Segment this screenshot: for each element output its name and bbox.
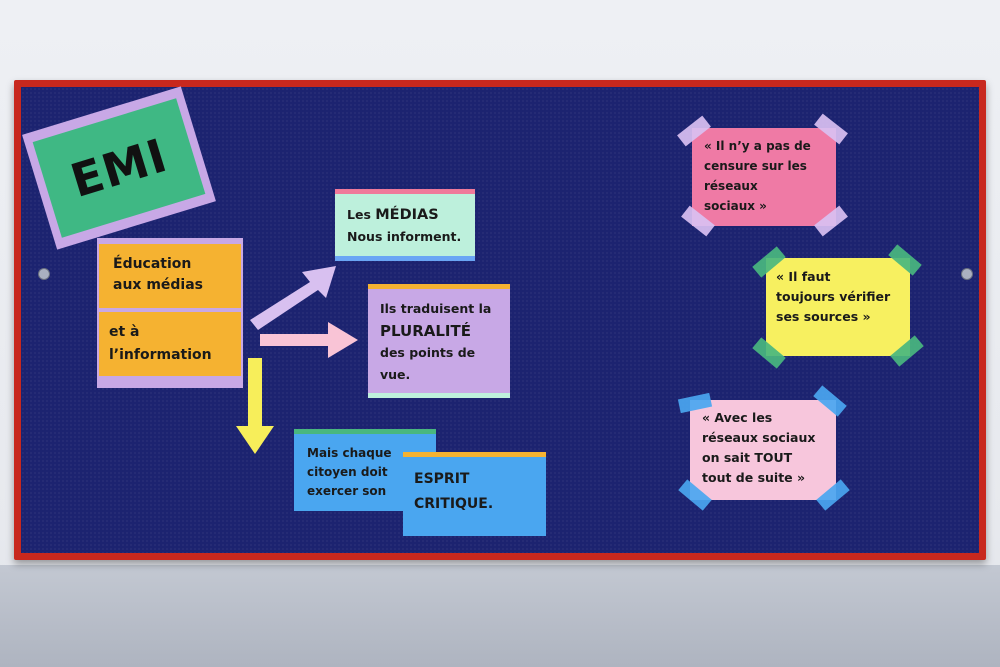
pluralite-line-2: PLURALITÉ bbox=[380, 322, 471, 340]
education-card-top: Éducation aux médias bbox=[99, 244, 241, 308]
quote1-line-4: sociaux » bbox=[704, 199, 767, 213]
quote1-line-1: « Il n’y a pas de bbox=[704, 139, 811, 153]
pluralite-line-4: vue. bbox=[380, 367, 411, 382]
medias-card: Les MÉDIAS Nous informent. bbox=[335, 189, 475, 261]
quote-card-1: « Il n’y a pas de censure sur les réseau… bbox=[692, 128, 836, 226]
quote2-line-3: ses sources » bbox=[776, 309, 871, 324]
education-line-4: l’information bbox=[109, 347, 212, 363]
quote-card-2: « Il faut toujours vérifier ses sources … bbox=[766, 258, 910, 356]
education-line-2: aux médias bbox=[113, 277, 204, 293]
emi-title: EMI bbox=[64, 127, 174, 209]
medias-strong: MÉDIAS bbox=[375, 207, 439, 223]
arrow-down bbox=[236, 358, 274, 454]
chaque-line-2: citoyen doit bbox=[307, 465, 388, 479]
pluralite-line-1: Ils traduisent la bbox=[380, 301, 492, 316]
quote3-line-4: tout de suite » bbox=[702, 470, 806, 485]
education-card-bottom: et à l’information bbox=[99, 312, 241, 376]
education-line-1: Éducation bbox=[113, 256, 192, 272]
quote-card-3: « Avec les réseaux sociaux on sait TOUT … bbox=[690, 400, 836, 500]
medias-line-2: Nous informent. bbox=[347, 229, 462, 244]
medias-line-1: Les MÉDIAS bbox=[347, 204, 475, 226]
quote2-line-2: toujours vérifier bbox=[776, 289, 891, 304]
board-pin-right bbox=[961, 268, 973, 280]
pluralite-card: Ils traduisent la PLURALITÉ des points d… bbox=[368, 284, 510, 398]
education-line-3: et à bbox=[109, 324, 140, 340]
chaque-line-1: Mais chaque bbox=[307, 446, 392, 460]
floor bbox=[0, 565, 1000, 667]
quote2-line-1: « Il faut bbox=[776, 269, 831, 284]
esprit-line-2: CRITIQUE. bbox=[414, 496, 494, 512]
quote3-line-1: « Avec les bbox=[702, 410, 773, 425]
medias-prefix: Les bbox=[347, 207, 376, 222]
quote1-line-2: censure sur les bbox=[704, 159, 807, 173]
pluralite-line-3: des points de bbox=[380, 345, 476, 360]
quote1-line-3: réseaux bbox=[704, 179, 758, 193]
chaque-line-3: exercer son bbox=[307, 484, 387, 498]
quote3-line-2: réseaux sociaux bbox=[702, 430, 816, 445]
quote3-line-3: on sait TOUT bbox=[702, 450, 793, 465]
arrow-right bbox=[260, 322, 358, 358]
board-pin-left bbox=[38, 268, 50, 280]
arrow-up-right bbox=[250, 266, 336, 330]
esprit-line-1: ESPRIT bbox=[414, 471, 470, 487]
esprit-card: ESPRIT CRITIQUE. bbox=[403, 452, 546, 536]
